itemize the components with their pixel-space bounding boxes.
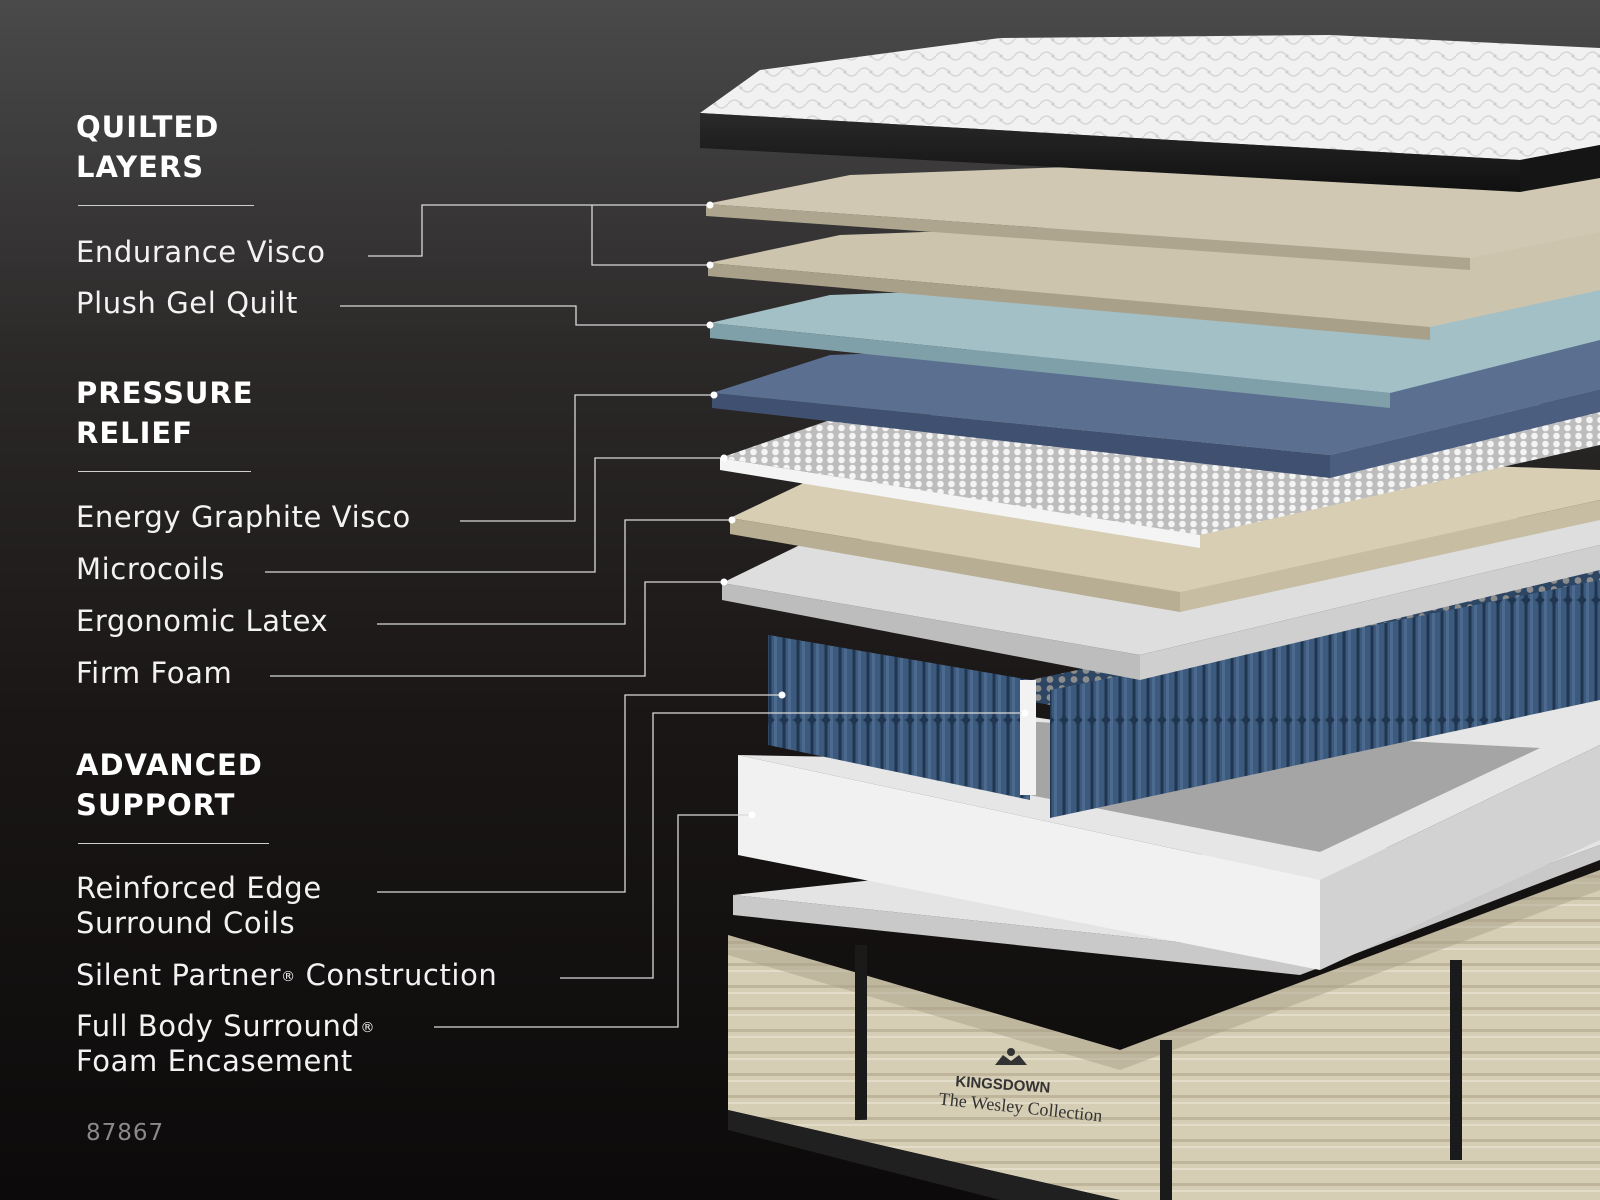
foundation-base: KINGSDOWN The Wesley Collection — [728, 870, 1600, 1200]
leader-lines — [265, 204, 1025, 1028]
kingsdown-crest-icon — [995, 1048, 1027, 1065]
section-title-pressure-relief: PRESSURE RELIEF — [76, 376, 254, 450]
leader-endurance-visco — [368, 204, 710, 257]
section-divider — [78, 471, 251, 472]
leader-dots — [706, 201, 1029, 819]
label-firm-foam: Firm Foam — [76, 656, 233, 690]
section-divider — [78, 205, 254, 206]
leader-energy-graphite-visco — [460, 394, 714, 522]
model-number: 87867 — [86, 1120, 165, 1146]
endurance-visco-layer — [706, 160, 1600, 270]
leader-plush-gel-quilt — [340, 305, 710, 326]
label-ergonomic-latex: Ergonomic Latex — [76, 604, 329, 638]
label-reinforced-edge-surround-coils: Reinforced Edge Surround Coils — [76, 871, 322, 940]
brand-name: KINGSDOWN — [955, 1073, 1051, 1097]
leader-ergonomic-latex — [377, 519, 732, 625]
label-energy-graphite-visco: Energy Graphite Visco — [76, 500, 411, 534]
leader-quilted-branch — [591, 205, 710, 266]
quilted-cover — [700, 35, 1600, 192]
label-full-body-surround-foam-encasement: Full Body Surround® Foam Encasement — [76, 1009, 376, 1078]
leader-firm-foam — [270, 581, 724, 677]
leader-full-body-surround — [434, 814, 752, 1028]
label-plush-gel-quilt: Plush Gel Quilt — [76, 286, 298, 320]
section-title-advanced-support: ADVANCED SUPPORT — [76, 748, 263, 822]
section-divider — [78, 843, 269, 844]
leader-silent-partner — [560, 712, 1025, 979]
label-silent-partner-construction: Silent Partner® Construction — [76, 958, 498, 992]
leader-microcoils — [265, 457, 724, 573]
section-title-quilted-layers: QUILTED LAYERS — [76, 110, 220, 184]
leader-reinforced-edge-coils — [377, 694, 782, 893]
bottom-foam-sheet — [733, 845, 1600, 975]
label-microcoils: Microcoils — [76, 552, 225, 586]
pocket-coils — [768, 560, 1600, 818]
label-endurance-visco: Endurance Visco — [76, 235, 326, 269]
